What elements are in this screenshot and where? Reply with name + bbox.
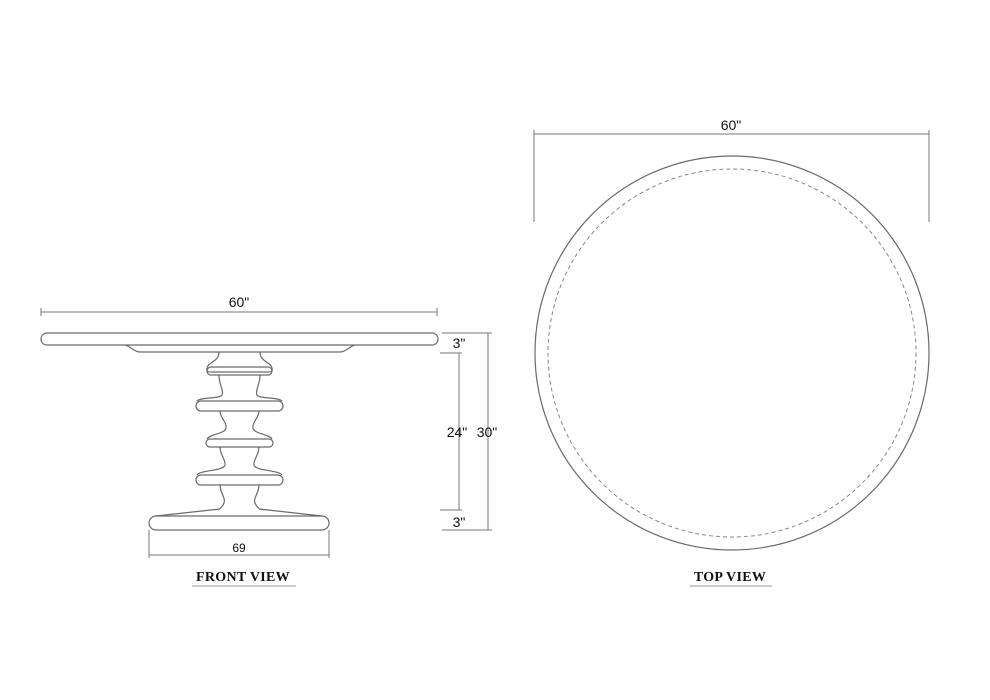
pedestal-curve-r1 — [255, 374, 283, 402]
pedestal-ring-2 — [195, 400, 284, 412]
pedestal-curve-l1 — [196, 374, 224, 402]
front-view: 60" 69 — [40, 294, 498, 587]
tabletop — [40, 332, 439, 346]
pedestal-base — [148, 515, 330, 531]
base-width-dimension: 69 — [148, 530, 330, 558]
pedestal-curve-r2 — [252, 410, 273, 440]
pedestal-curve-l2 — [206, 410, 227, 440]
top-width-label: 60" — [229, 294, 250, 310]
top-width-dimension: 60" — [40, 294, 438, 316]
height-dimensions: 30" 3" 24" 3" — [440, 332, 498, 531]
diameter-label: 60" — [721, 117, 742, 133]
pedestal-column — [206, 351, 273, 373]
table-apron — [124, 344, 356, 353]
tabletop-hidden-apron — [547, 168, 917, 538]
pedestal-curve-l3 — [196, 446, 226, 476]
top-thickness-label: 3" — [453, 335, 466, 351]
pedestal-curve-r4 — [254, 484, 260, 510]
pedestal-ring-3 — [205, 438, 274, 448]
front-view-title: FRONT VIEW — [196, 570, 290, 585]
diameter-dimension: 60" — [533, 117, 930, 222]
overall-height-label: 30" — [477, 424, 498, 440]
pedestal-height-label: 24" — [447, 424, 468, 440]
pedestal-curve-r3 — [253, 446, 283, 476]
top-view: 60" TOP VIEW — [533, 117, 930, 587]
base-thickness-label: 3" — [453, 514, 466, 530]
tabletop-outer-edge — [534, 155, 930, 551]
pedestal-ring-4 — [195, 474, 284, 486]
base-slope — [155, 508, 323, 517]
pedestal-curve-l4 — [219, 484, 225, 510]
pedestal-ring-1 — [206, 366, 273, 376]
base-width-label: 69 — [232, 541, 246, 555]
top-view-title: TOP VIEW — [694, 570, 766, 585]
